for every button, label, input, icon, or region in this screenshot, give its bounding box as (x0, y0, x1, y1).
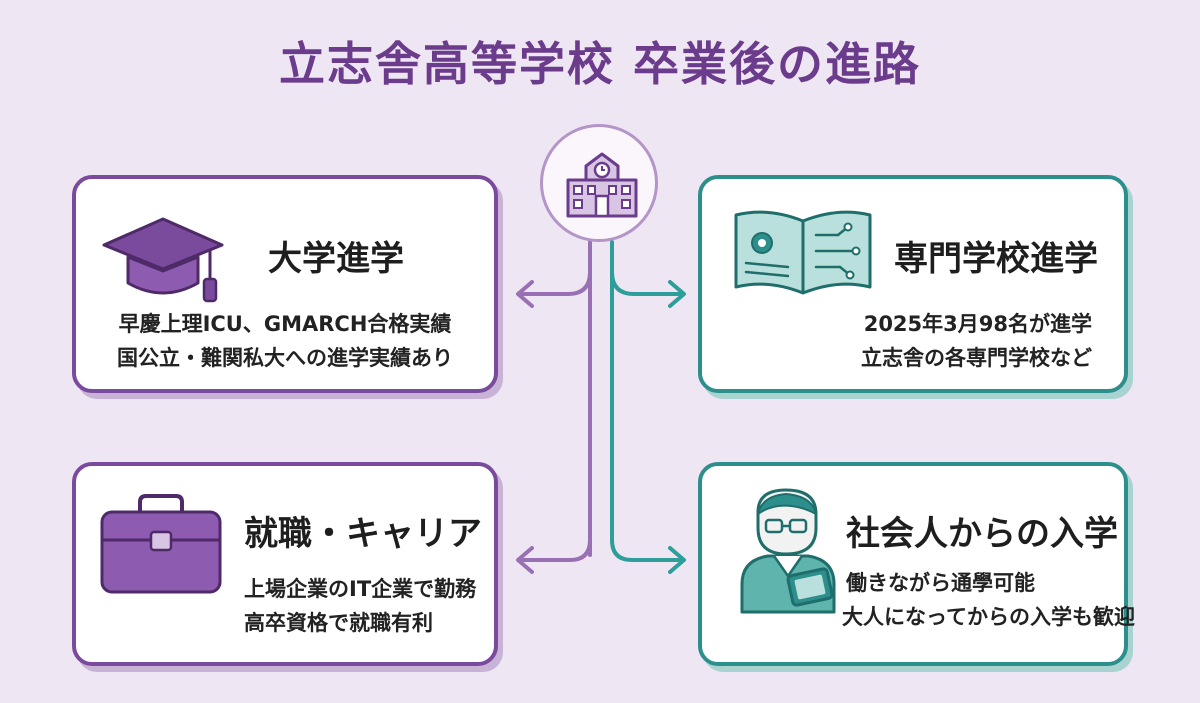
card-vocational: 専門学校進学 2025年3月98名が進学 立志舎の各専門学校など (698, 175, 1128, 393)
card-line-1: 上場企業のIT企業で勤務 (244, 577, 477, 601)
card-heading: 就職・キャリア (244, 514, 482, 554)
graduation-cap-icon (102, 217, 224, 303)
card-line-2: 立志舎の各専門学校など (861, 346, 1092, 370)
arrow-to-career (518, 538, 592, 562)
arrow-to-university (518, 270, 592, 296)
card-career: 就職・キャリア 上場企業のIT企業で勤務 高卒資格で就職有利 (72, 462, 498, 666)
arrow-to-vocational (610, 270, 684, 296)
arrow-to-adult (610, 538, 684, 562)
arrowhead-vocational (668, 280, 686, 308)
card-line-1: 働きながら通學可能 (846, 571, 1035, 595)
school-hub (540, 124, 658, 242)
card-heading: 社会人からの入学 (846, 514, 1118, 554)
card-university: 大学進学 早慶上理ICU、GMARCH合格実績 国公立・難関私大への進学実績あり (72, 175, 498, 393)
arrowhead-career (516, 546, 534, 574)
card-line-2: 国公立・難関私大への進学実績あり (117, 346, 453, 370)
arrowhead-university (516, 280, 534, 308)
card-line-1: 2025年3月98名が進学 (863, 312, 1092, 336)
briefcase-icon (100, 494, 222, 594)
school-building-icon (566, 152, 638, 218)
adult-student-tablet-icon (740, 488, 836, 614)
arrowhead-adult (668, 546, 686, 574)
open-book-gear-circuit-icon (734, 210, 872, 295)
card-adult: 社会人からの入学 働きながら通學可能 大人になってからの入学も歓迎 (698, 462, 1135, 666)
page-title: 立志舎高等学校 卒業後の進路 (278, 37, 921, 91)
card-heading: 専門学校進学 (894, 239, 1098, 279)
card-line-2: 大人になってからの入学も歓迎 (842, 605, 1135, 629)
card-line-2: 高卒資格で就職有利 (244, 611, 433, 635)
card-heading: 大学進学 (268, 239, 404, 279)
card-line-1: 早慶上理ICU、GMARCH合格実績 (118, 312, 452, 336)
